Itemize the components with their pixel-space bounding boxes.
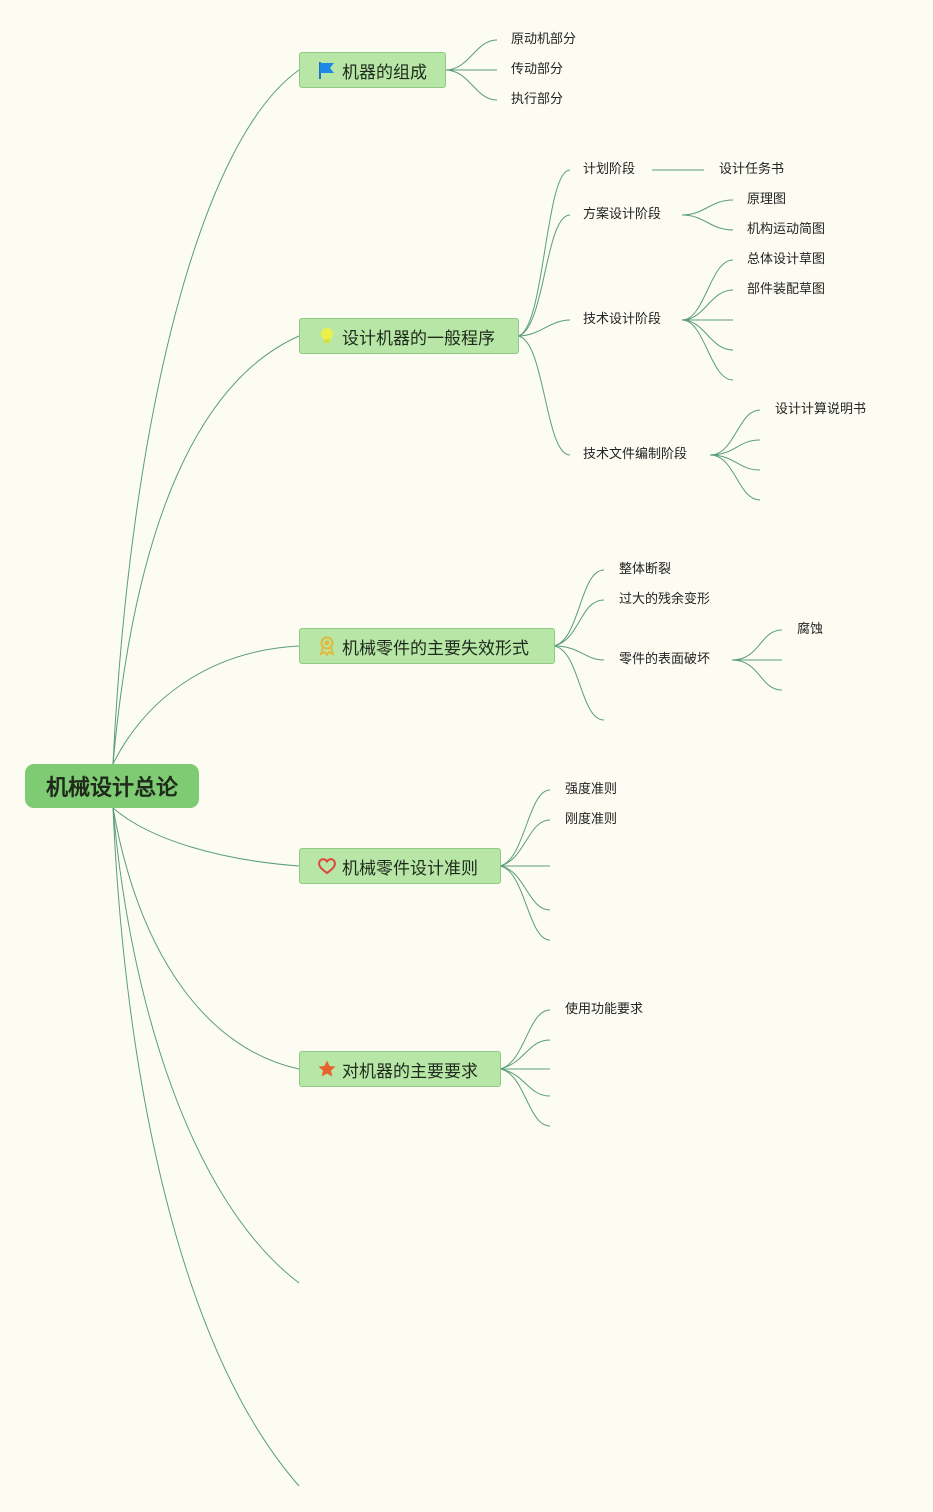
leaf-prime-mover[interactable]: 原动机部分: [511, 32, 577, 47]
leaf-technical-stage[interactable]: 技术设计阶段: [583, 312, 662, 327]
leaf-scheme-stage[interactable]: 方案设计阶段: [583, 207, 662, 222]
root-topic[interactable]: 机械设计总论: [25, 764, 199, 808]
leaf-corrosion[interactable]: 腐蚀: [797, 622, 824, 637]
leaf-execution[interactable]: 执行部分: [511, 92, 564, 107]
leaf-design-task-book[interactable]: 设计任务书: [719, 162, 785, 177]
branch-design-criteria[interactable]: 机械零件设计准则: [299, 848, 501, 884]
leaf-documents-stage[interactable]: 技术文件编制阶段: [583, 447, 688, 462]
lightbulb-icon: [317, 326, 337, 346]
branch-label: 对机器的主要要求: [342, 1061, 478, 1082]
leaf-schematic[interactable]: 原理图: [747, 192, 787, 207]
branch-label: 设计机器的一般程序: [342, 328, 495, 349]
branch-machine-requirements[interactable]: 对机器的主要要求: [299, 1051, 501, 1087]
branch-failure-modes[interactable]: 机械零件的主要失效形式: [299, 628, 555, 664]
leaf-calculation-manual[interactable]: 设计计算说明书: [775, 402, 867, 417]
branch-label: 机械零件设计准则: [342, 858, 478, 879]
leaf-surface-failure[interactable]: 零件的表面破坏: [619, 652, 711, 667]
leaf-assembly-draft[interactable]: 部件装配草图: [747, 282, 826, 297]
leaf-overall-draft[interactable]: 总体设计草图: [747, 252, 826, 267]
flag-icon: [317, 60, 337, 80]
branch-machine-composition[interactable]: 机器的组成: [299, 52, 446, 88]
branch-design-procedure[interactable]: 设计机器的一般程序: [299, 318, 519, 354]
leaf-planning-stage[interactable]: 计划阶段: [583, 162, 636, 177]
leaf-function-requirement[interactable]: 使用功能要求: [565, 1002, 644, 1017]
leaf-residual-deformation[interactable]: 过大的残余变形: [619, 592, 711, 607]
leaf-overall-fracture[interactable]: 整体断裂: [619, 562, 672, 577]
branch-label: 机器的组成: [342, 62, 427, 83]
branch-label: 机械零件的主要失效形式: [342, 638, 529, 659]
star-icon: [317, 1059, 337, 1079]
award-icon: [317, 636, 337, 656]
leaf-strength-criterion[interactable]: 强度准则: [565, 782, 618, 797]
leaf-kinematic-sketch[interactable]: 机构运动简图: [747, 222, 826, 237]
heart-icon: [317, 856, 337, 876]
leaf-stiffness-criterion[interactable]: 刚度准则: [565, 812, 618, 827]
leaf-transmission[interactable]: 传动部分: [511, 62, 564, 77]
